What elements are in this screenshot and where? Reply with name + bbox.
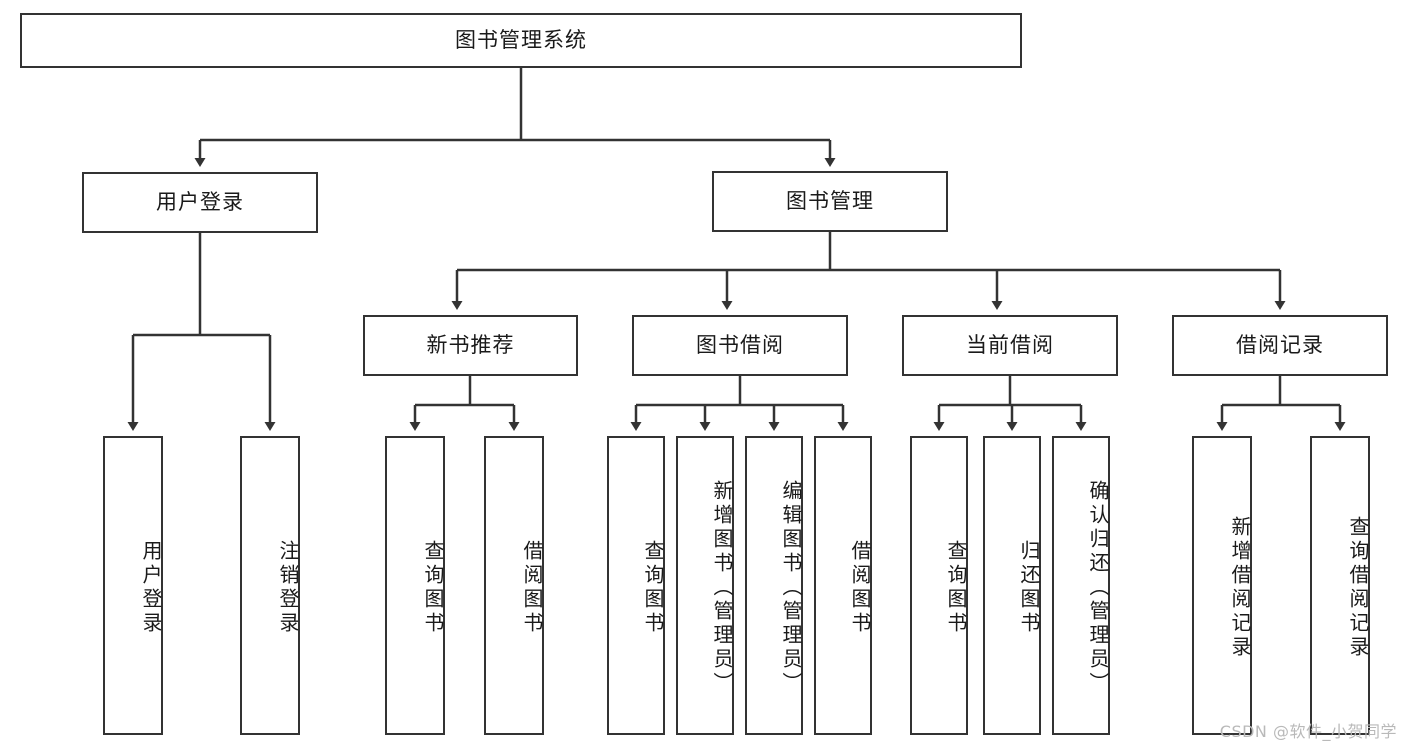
node-label: 用户登录 <box>139 539 163 636</box>
node-label: 归还图书 <box>1017 539 1041 636</box>
node-leaf-0[interactable]: 用户登录 <box>103 436 163 735</box>
node-label: 借阅图书 <box>520 539 544 636</box>
node-label: 借阅记录 <box>1236 332 1324 357</box>
watermark: CSDN @软件_小贺同学 <box>1219 722 1397 741</box>
node-level2-0[interactable]: 新书推荐 <box>363 315 578 376</box>
node-leaf-10[interactable]: 确认归还（管理员） <box>1052 436 1110 735</box>
node-label: 借阅图书 <box>848 539 872 636</box>
node-label: 用户登录 <box>156 189 244 214</box>
node-leaf-11[interactable]: 新增借阅记录 <box>1192 436 1252 735</box>
node-label: 新增图书（管理员） <box>710 479 734 696</box>
node-leaf-2[interactable]: 查询图书 <box>385 436 445 735</box>
node-level2-1[interactable]: 图书借阅 <box>632 315 848 376</box>
node-leaf-9[interactable]: 归还图书 <box>983 436 1041 735</box>
node-label: 当前借阅 <box>966 332 1054 357</box>
node-label: 查询图书 <box>421 539 445 636</box>
node-leaf-6[interactable]: 编辑图书（管理员） <box>745 436 803 735</box>
node-level1-0[interactable]: 用户登录 <box>82 172 318 233</box>
node-label: 查询借阅记录 <box>1346 515 1370 660</box>
node-level2-2[interactable]: 当前借阅 <box>902 315 1118 376</box>
node-leaf-8[interactable]: 查询图书 <box>910 436 968 735</box>
node-level2-3[interactable]: 借阅记录 <box>1172 315 1388 376</box>
node-leaf-5[interactable]: 新增图书（管理员） <box>676 436 734 735</box>
node-leaf-4[interactable]: 查询图书 <box>607 436 665 735</box>
node-level1-1[interactable]: 图书管理 <box>712 171 948 232</box>
node-root[interactable]: 图书管理系统 <box>20 13 1022 68</box>
node-label: 确认归还（管理员） <box>1086 479 1110 696</box>
node-label: 图书借阅 <box>696 332 784 357</box>
node-label: 新增借阅记录 <box>1228 515 1252 660</box>
node-label: 查询图书 <box>641 539 665 636</box>
node-label: 图书管理 <box>786 188 874 213</box>
node-label: 新书推荐 <box>426 332 515 357</box>
node-label: 查询图书 <box>944 539 968 636</box>
node-label: 注销登录 <box>276 539 300 636</box>
node-leaf-7[interactable]: 借阅图书 <box>814 436 872 735</box>
node-leaf-12[interactable]: 查询借阅记录 <box>1310 436 1370 735</box>
node-leaf-3[interactable]: 借阅图书 <box>484 436 544 735</box>
node-label: 图书管理系统 <box>455 27 587 52</box>
node-label: 编辑图书（管理员） <box>779 479 803 696</box>
node-leaf-1[interactable]: 注销登录 <box>240 436 300 735</box>
